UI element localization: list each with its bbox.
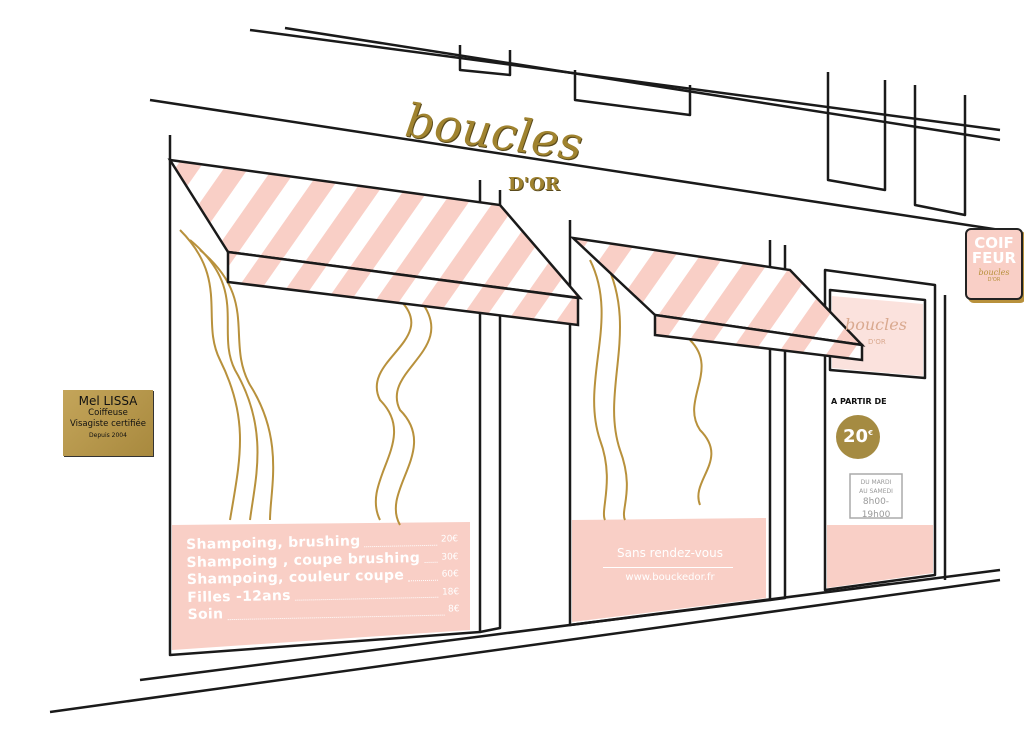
- plaque-since: Depuis 2004: [89, 432, 127, 439]
- plaque-line2: Visagiste certifiée: [70, 419, 146, 429]
- no-appointment-text: Sans rendez-vous: [617, 546, 723, 560]
- service-price: 18€: [441, 586, 460, 598]
- price-badge: [836, 415, 880, 459]
- facade-line: [149, 98, 1001, 232]
- left-window-frame: [168, 135, 482, 657]
- days-line1: DU MARDI: [860, 479, 892, 486]
- sign-logo: boucles: [978, 268, 1010, 277]
- middle-pink-panel: [572, 518, 766, 622]
- left-awning: [167, 158, 584, 300]
- hours-box: [849, 473, 903, 519]
- sidewalk-line: [49, 578, 1001, 714]
- logo-sub: D'OR: [508, 174, 560, 195]
- middle-window-frame: [568, 220, 772, 627]
- door-logo: boucles: [845, 315, 907, 334]
- door-frame: [823, 268, 937, 592]
- sign-logo-sub: D'OR: [987, 277, 1001, 283]
- service-name: Soin: [187, 606, 224, 623]
- hair-illustration: [179, 229, 713, 526]
- hours-text: 8h00-19h00: [861, 497, 891, 520]
- price-currency: €: [868, 429, 873, 437]
- door-pink-panel: [827, 525, 933, 588]
- plaque-line1: Coiffeuse: [88, 408, 128, 418]
- days-line2: AU SAMEDI: [859, 488, 893, 495]
- plaque-name: Mel LISSA: [78, 394, 138, 408]
- service-name: Filles -12ans: [187, 587, 292, 606]
- from-label: A PARTIR DE: [831, 397, 887, 406]
- service-price: 60€: [441, 569, 459, 580]
- price-value: 20: [843, 426, 869, 447]
- service-price: 30€: [441, 551, 459, 563]
- door-logo-sub: D'OR: [868, 338, 886, 346]
- left-price-panel: [172, 522, 470, 650]
- opening-hours: DU MARDI AU SAMEDI 8h00-19h00: [850, 478, 902, 522]
- door-price: 20€: [838, 426, 878, 447]
- service-price: 8€: [448, 604, 460, 615]
- sign-line1: COIF: [974, 234, 1014, 252]
- name-plaque: Mel LISSA Coiffeuse Visagiste certifiée …: [63, 390, 153, 456]
- service-price: 20€: [440, 534, 459, 545]
- sign-line2: FEUR: [971, 249, 1017, 267]
- website-link[interactable]: www.bouckedor.fr: [625, 572, 715, 583]
- coiffeur-sign: COIF FEUR boucles D'OR: [965, 228, 1023, 300]
